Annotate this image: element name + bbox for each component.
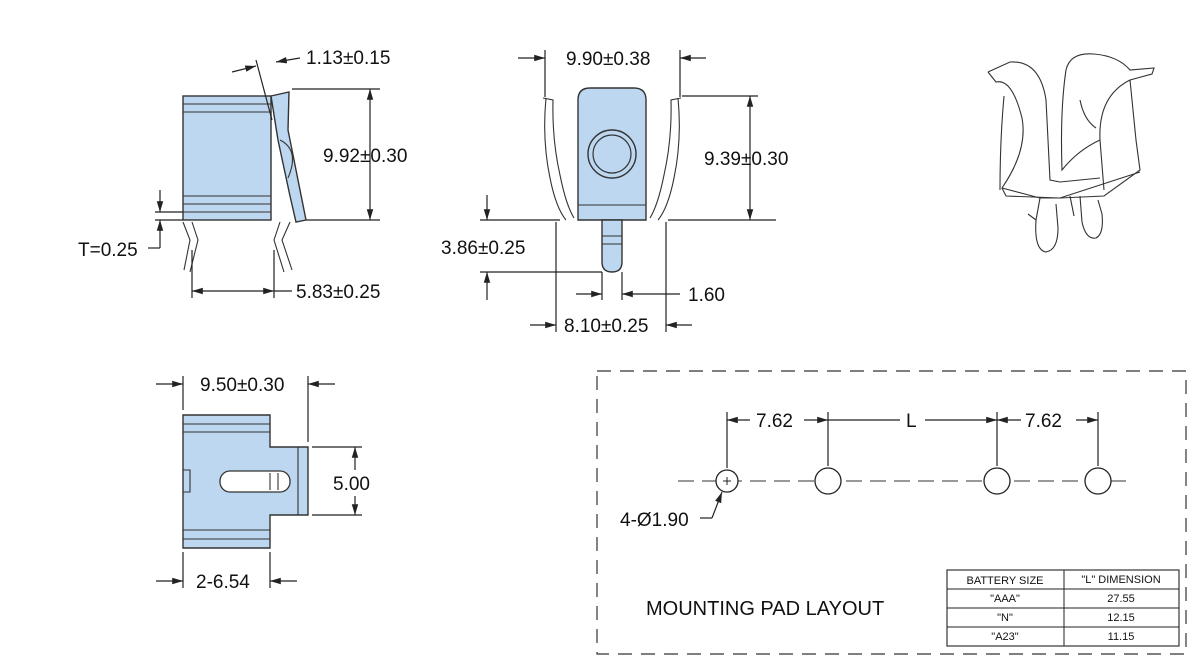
front-boss-outer [587, 129, 637, 179]
bottom-tabs-dim: 2-6.54 [196, 572, 250, 593]
mounting-pad-layout: 7.62 L 7.62 4-Ø1.90 MOUNTING PAD LAYOUT … [596, 370, 1187, 655]
front-pin-width-dim: 1.60 [688, 285, 725, 306]
layout-title: MOUNTING PAD LAYOUT [646, 598, 884, 620]
isometric-view [987, 53, 1155, 253]
l-dimension-table: BATTERY SIZE "L" DIMENSION "AAA" 27.55 "… [946, 569, 1180, 647]
front-bottom-width-dim: 8.10±0.25 [564, 316, 648, 337]
side-view-spring [270, 91, 307, 223]
mounting-hole-2 [814, 467, 842, 495]
pitch-right-dim: 7.62 [1025, 411, 1062, 432]
side-thickness-dim: T=0.25 [78, 240, 138, 261]
front-top-width-dim: 9.90±0.38 [566, 49, 650, 70]
front-view: 9.90±0.38 9.39±0.30 3.86±0.25 1.60 8.10±… [441, 49, 788, 337]
side-width-dim: 5.83±0.25 [296, 282, 380, 303]
side-height-dim: 9.92±0.30 [323, 146, 407, 167]
bottom-view: 9.50±0.30 5.00 2-6.54 [156, 375, 370, 593]
pitch-center-dim: L [906, 411, 917, 432]
side-view-body [182, 95, 272, 221]
table-header-size: BATTERY SIZE [966, 575, 1043, 587]
table-cell: "N" [997, 612, 1013, 624]
pitch-left-dim: 7.62 [756, 411, 793, 432]
front-right-arm [649, 97, 682, 219]
bottom-view-slot [219, 470, 291, 493]
hole-label: 4-Ø1.90 [620, 510, 689, 531]
table-cell: "AAA" [990, 593, 1020, 605]
mounting-hole-4 [1084, 467, 1112, 495]
table-header-l: "L" DIMENSION [1081, 574, 1160, 586]
front-pin [601, 219, 623, 273]
mounting-hole-3 [983, 467, 1011, 495]
table-cell: 12.15 [1107, 612, 1135, 624]
table-cell: 27.55 [1107, 593, 1135, 605]
bottom-width-dim: 9.50±0.30 [200, 375, 284, 396]
front-left-arm [542, 97, 575, 219]
bottom-slot-dim: 5.00 [333, 474, 370, 495]
table-cell: 11.15 [1108, 631, 1135, 643]
front-pin-length-dim: 3.86±0.25 [441, 238, 525, 259]
table-cell: "A23" [991, 631, 1018, 643]
front-height-dim: 9.39±0.30 [704, 149, 788, 170]
side-thickness-top-dim: 1.13±0.15 [306, 48, 390, 69]
side-view: 9.92±0.30 1.13±0.15 T=0.25 5.83±0.25 [78, 48, 407, 303]
